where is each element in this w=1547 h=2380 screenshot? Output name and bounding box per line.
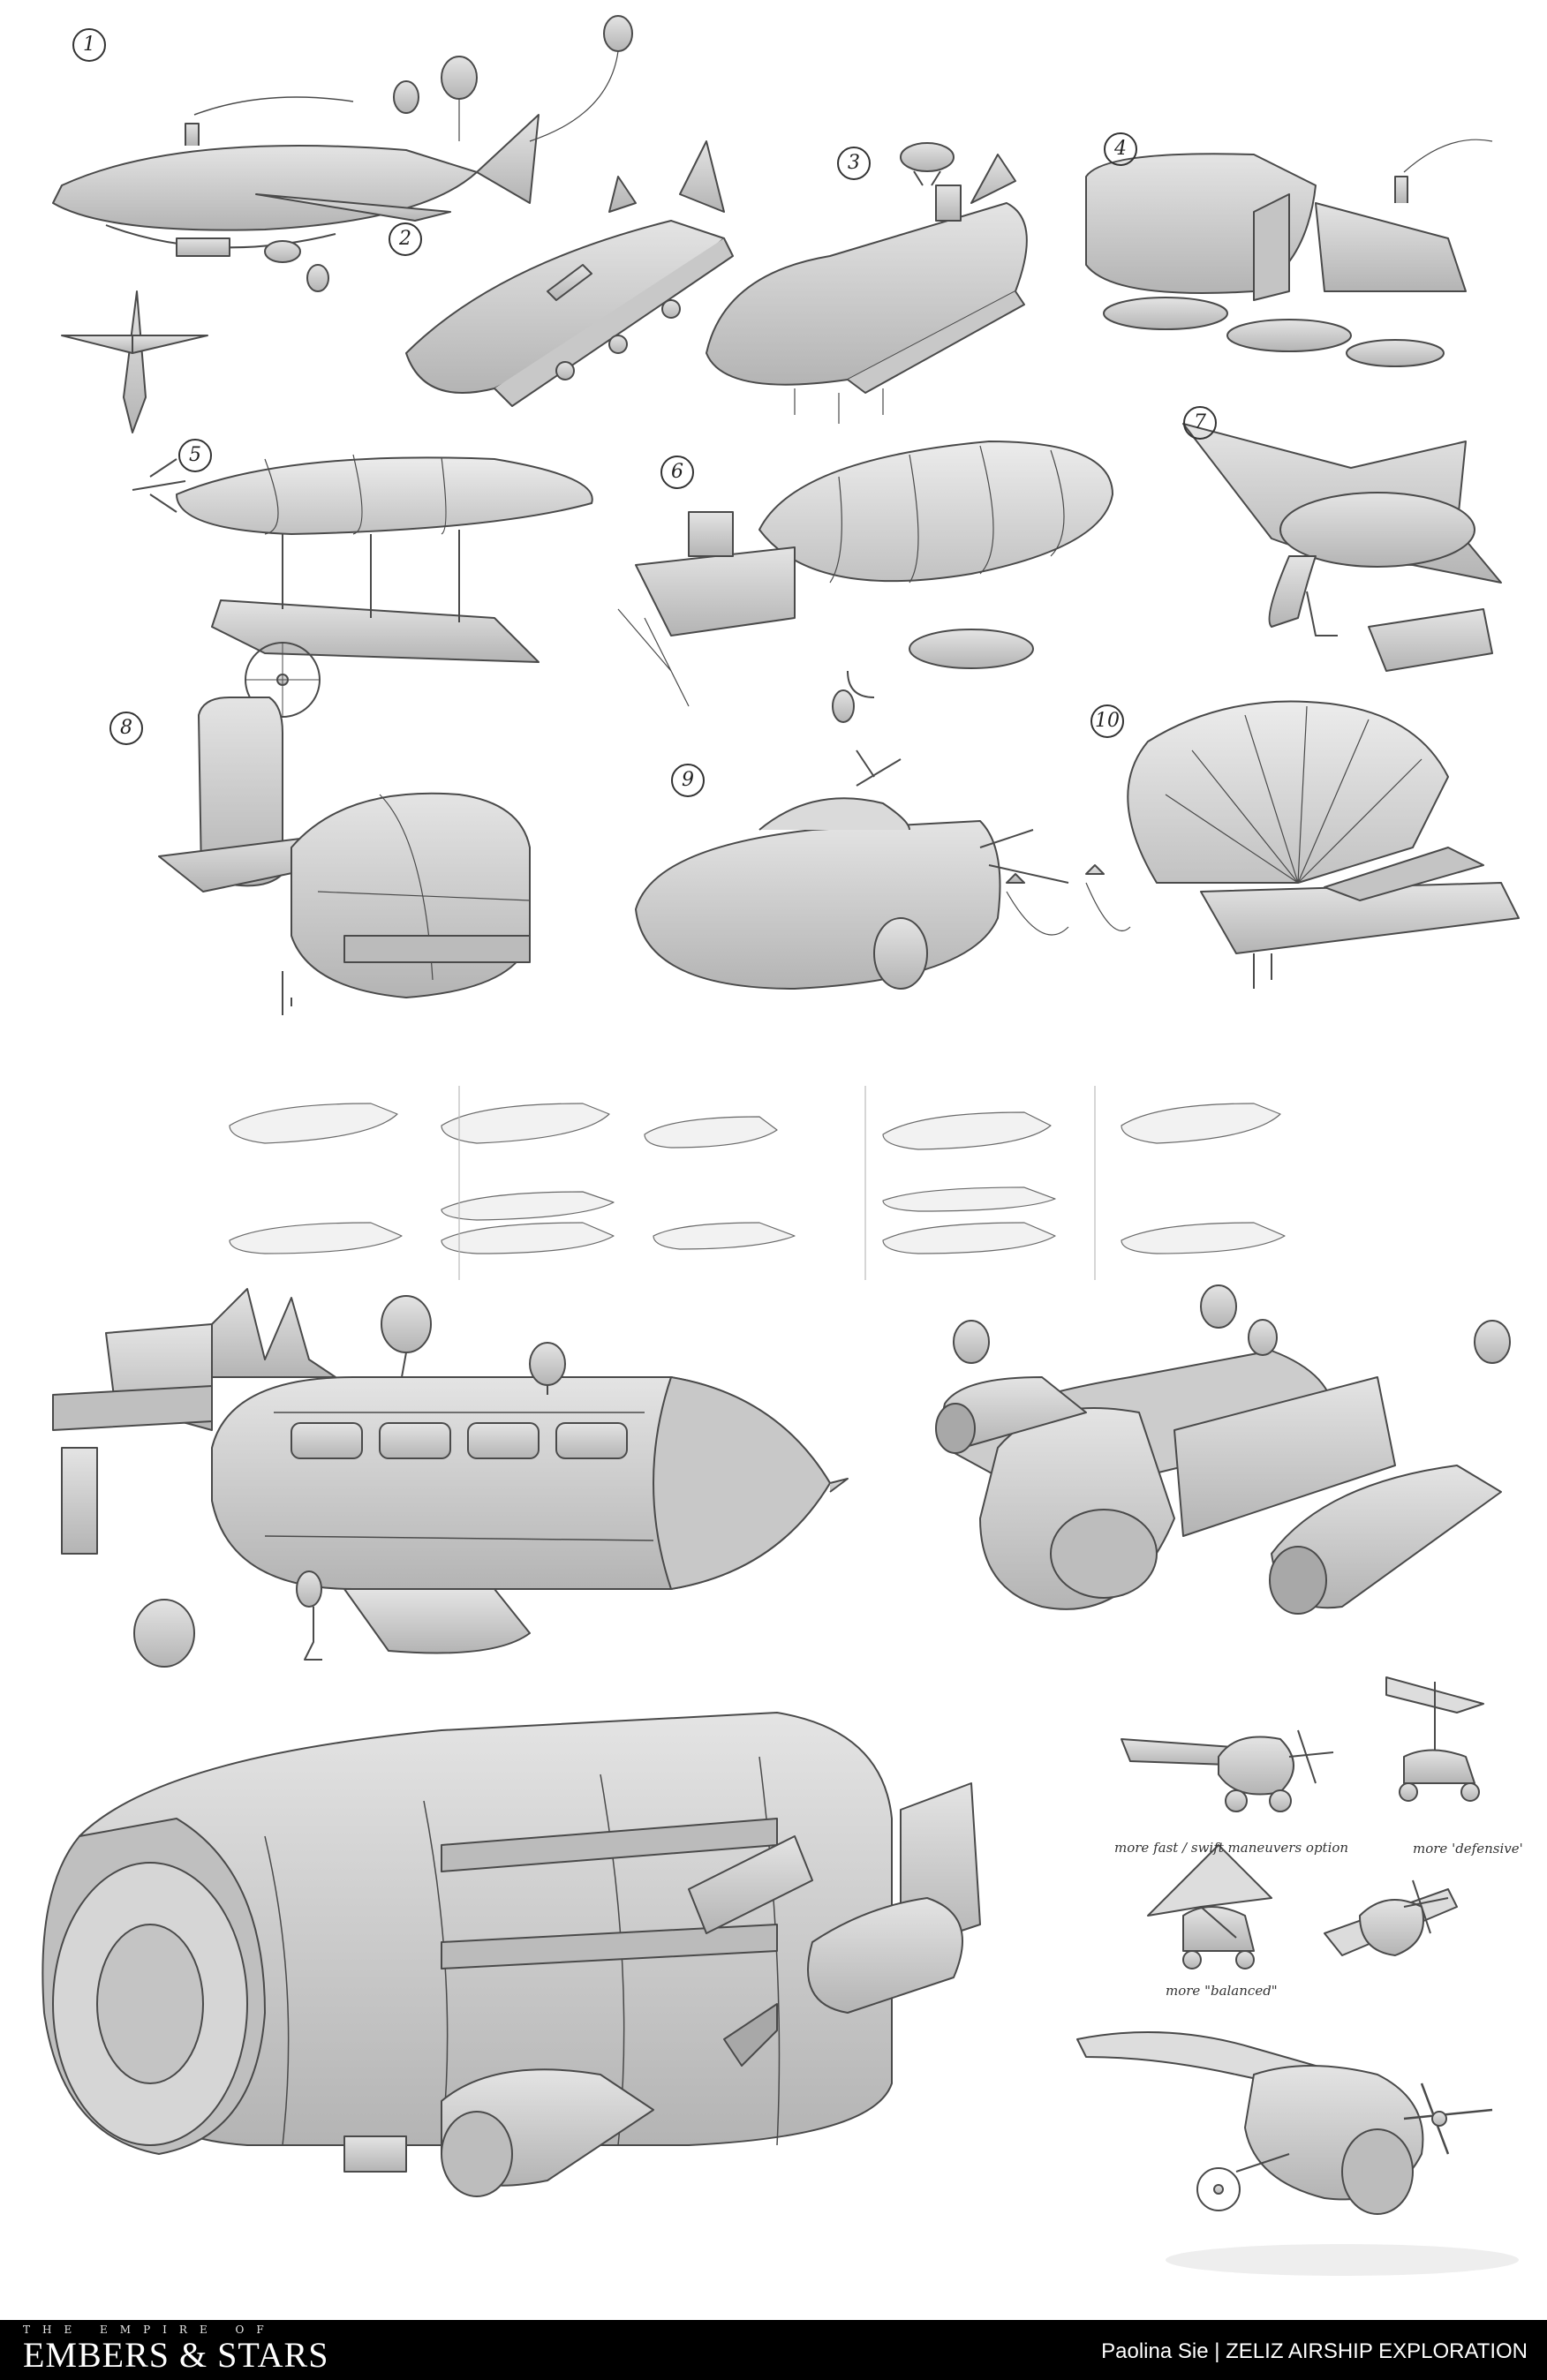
twin-hull-airship	[935, 1284, 1511, 1615]
airship-sketch-5	[132, 454, 593, 718]
note-fast: more fast / swift maneuvers option	[1114, 1840, 1349, 1856]
airship-sketch-3	[706, 142, 1028, 424]
large-airship-cathedral	[52, 1288, 849, 1668]
brand-title: EMBERS & STARS	[23, 2335, 329, 2375]
sketch-number-9: 9	[671, 764, 705, 797]
airship-sketch-9	[635, 749, 1131, 990]
artist-credit: Paolina Sie | ZELIZ AIRSHIP EXPLORATION	[1101, 2339, 1528, 2363]
airship-sketch-2	[405, 140, 734, 407]
brand-logo: THE EMPIRE OF EMBERS & STARS	[23, 2324, 328, 2375]
large-flyer	[1076, 2031, 1519, 2276]
small-flyer-1	[1121, 1729, 1334, 1812]
airship-sketch-10	[1127, 700, 1520, 989]
note-balanced: more "balanced"	[1166, 1983, 1278, 1999]
footer-bar: THE EMPIRE OF EMBERS & STARS Paolina Sie…	[0, 2320, 1547, 2380]
sketch-number-8: 8	[109, 712, 143, 745]
orthographic-sketches	[229, 1086, 1286, 1280]
sketch-number-2: 2	[389, 222, 422, 256]
small-flyer-3	[1147, 1844, 1272, 1970]
sketch-number-7: 7	[1183, 406, 1217, 440]
airship-sketch-4	[1085, 139, 1493, 367]
note-defensive: more 'defensive'	[1413, 1841, 1523, 1857]
airship-sketch-6	[617, 441, 1113, 723]
sketch-number-6: 6	[660, 456, 694, 489]
small-flyer-2	[1385, 1676, 1484, 1802]
giant-airship	[42, 1712, 981, 2197]
sketch-number-10: 10	[1090, 704, 1124, 738]
airship-sketch-7	[1182, 423, 1502, 672]
sketch-number-4: 4	[1104, 132, 1137, 166]
sketch-number-3: 3	[837, 147, 871, 180]
brand-tagline: THE EMPIRE OF	[23, 2324, 276, 2336]
airship-sketch-8	[158, 697, 531, 1015]
sketch-number-1: 1	[72, 28, 106, 62]
concept-sheet: 1 2 3 4 5 6 7 8 9 10 more fast / swift m…	[42, 15, 1523, 2276]
sketch-number-5: 5	[178, 439, 212, 472]
small-flyer-4	[1324, 1879, 1458, 1956]
airship-sketch-1	[52, 15, 633, 433]
airship-drawings	[42, 15, 1520, 2276]
